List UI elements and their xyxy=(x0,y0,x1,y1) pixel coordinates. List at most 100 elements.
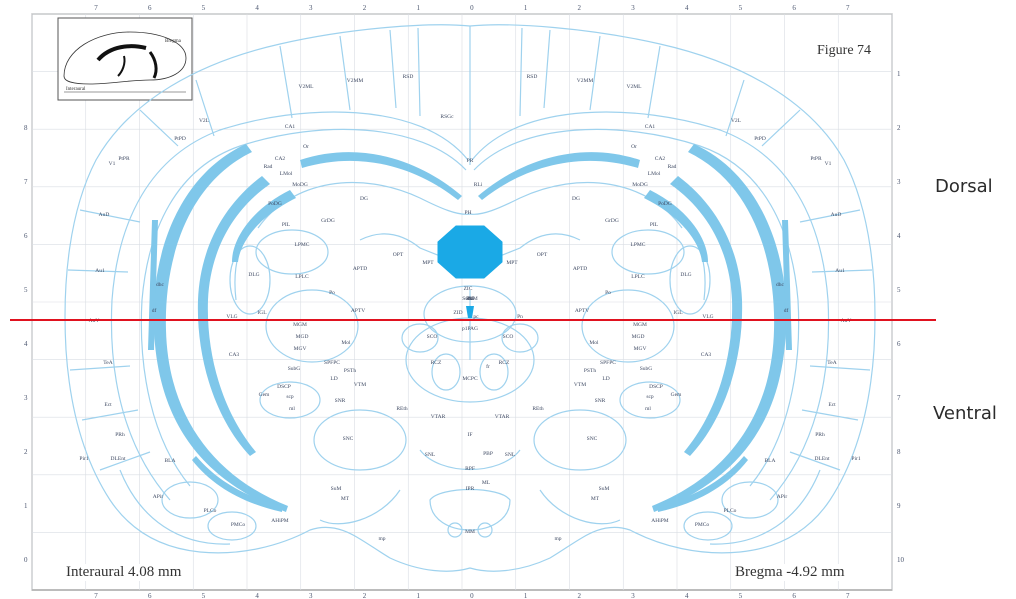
region-label-mirror: Po xyxy=(605,290,611,296)
right-tick-label: 8 xyxy=(897,448,901,456)
tract-cc-left xyxy=(300,152,462,200)
region-label: mp xyxy=(378,536,385,542)
left-tick-label: 7 xyxy=(24,178,28,186)
top-tick-label: 7 xyxy=(846,4,850,12)
region-label: LMol xyxy=(280,171,293,177)
dorsal-label: Dorsal xyxy=(935,176,993,197)
figure-title: Figure 74 xyxy=(817,43,872,59)
region-label-mirror: MoDG xyxy=(632,182,648,188)
region-label: PSTh xyxy=(344,368,356,374)
region-label-mirror: LPMC xyxy=(631,242,646,248)
region-label-mirror: dhc xyxy=(776,282,785,288)
right-tick-label: 5 xyxy=(897,286,901,294)
tract-right-fimbria xyxy=(644,190,708,262)
tract-right-lateral xyxy=(782,220,792,350)
bottom-tick-label: 1 xyxy=(524,592,528,599)
region-label-mirror: Au1 xyxy=(835,268,845,274)
region-label: OPT xyxy=(393,252,404,258)
region-label-mirror: PtPD xyxy=(754,136,766,142)
region-label: PRh xyxy=(115,432,125,438)
region-label-mirror: MPT xyxy=(506,260,518,266)
left-tick-label: 2 xyxy=(24,448,28,456)
region-label: LPMC xyxy=(295,242,310,248)
left-tick-label: 5 xyxy=(24,286,28,294)
region-label: IPR xyxy=(466,486,475,492)
bottom-tick-label: 0 xyxy=(470,592,474,599)
right-tick-label: 3 xyxy=(897,178,901,186)
region-label: AuD xyxy=(99,212,110,218)
region-label-mirror: MGV xyxy=(634,346,647,352)
region-label: PR xyxy=(467,158,474,164)
region-label: RLi xyxy=(474,182,483,188)
region-label-mirror: APTV xyxy=(575,308,589,314)
region-label-mirror: RCZ xyxy=(499,360,510,366)
region-label-mirror: LPLC xyxy=(631,274,645,280)
region-label-mirror: DLEnt xyxy=(815,456,830,462)
region-label-mirror: CA1 xyxy=(645,124,656,130)
bottom-tick-label: 4 xyxy=(255,592,259,599)
region-label-mirror: df xyxy=(784,307,789,314)
region-label-mirror: APTD xyxy=(573,266,587,272)
region-label: Po xyxy=(329,290,335,296)
region-label-mirror: Or xyxy=(631,144,637,150)
region-label: PoDG xyxy=(268,201,282,207)
region-label: APTV xyxy=(351,308,365,314)
region-label-mirror: CA2 xyxy=(655,156,666,162)
region-label: pc xyxy=(473,314,479,320)
region-label: IF xyxy=(468,432,473,438)
region-label: REth xyxy=(396,406,408,412)
inset-scale-label: Interaural xyxy=(66,87,86,92)
inset-region-label: Bregma xyxy=(165,39,182,44)
interaural-label: Interaural 4.08 mm xyxy=(66,564,182,581)
bottom-tick-label: 5 xyxy=(202,592,206,599)
right-tick-label: 1 xyxy=(897,70,901,78)
left-tick-label: 6 xyxy=(24,232,28,240)
bottom-tick-label: 6 xyxy=(148,592,152,599)
region-label: V2ML xyxy=(299,84,315,90)
region-label: IGL xyxy=(257,310,267,316)
region-label: MM xyxy=(465,529,475,535)
axis-ticks: 7766554433221100112233445566771234567891… xyxy=(24,4,905,599)
region-label-mirror: CA3 xyxy=(701,352,712,358)
right-tick-label: 4 xyxy=(897,232,901,240)
region-label-mirror: SubG xyxy=(640,366,653,372)
region-label: DSCP xyxy=(277,384,291,390)
coordinate-grid xyxy=(31,13,893,590)
region-label-mirror: PoDG xyxy=(658,201,672,207)
region-label: fr xyxy=(486,363,490,370)
ventral-label: Ventral xyxy=(933,403,997,424)
region-label: PtPR xyxy=(118,156,130,162)
left-tick-label: 0 xyxy=(24,556,28,564)
bottom-tick-label: 7 xyxy=(846,592,850,599)
right-tick-label: 9 xyxy=(897,502,901,510)
bottom-tick-label: 4 xyxy=(685,592,689,599)
right-tick-label: 6 xyxy=(897,340,901,348)
region-label-mirror: Mol xyxy=(589,340,599,346)
region-label-mirror: PLCo xyxy=(724,508,737,514)
region-label: MGD xyxy=(296,334,309,340)
tract-left-fimbria xyxy=(232,190,296,262)
region-label: RCZ xyxy=(431,360,442,366)
region-label-mirror: Ect xyxy=(828,402,836,408)
region-label-mirror: SuM xyxy=(599,486,610,492)
region-label: SuM xyxy=(331,486,342,492)
region-label-mirror: BLA xyxy=(765,458,776,464)
bottom-tick-label: 5 xyxy=(739,592,743,599)
region-label: MCPC xyxy=(462,376,478,382)
tract-ventral-left xyxy=(192,456,282,512)
region-label: p1PAG xyxy=(462,326,478,332)
region-label: BLA xyxy=(165,458,176,464)
region-label: PtPD xyxy=(174,136,186,142)
region-label: SubG xyxy=(288,366,301,372)
top-tick-label: 6 xyxy=(792,4,796,12)
region-label: PMCo xyxy=(231,522,246,528)
region-label-mirror: SPFPC xyxy=(600,360,616,366)
region-label: MGM xyxy=(293,322,307,328)
region-label: PLi xyxy=(466,296,474,302)
region-label-mirror: DG xyxy=(572,196,580,202)
top-tick-label: 4 xyxy=(255,4,259,12)
region-label-mirror: mp xyxy=(554,536,561,542)
region-label-mirror: GrDG xyxy=(605,218,619,224)
region-label: RPF xyxy=(465,466,475,472)
region-label: SPFPC xyxy=(324,360,340,366)
